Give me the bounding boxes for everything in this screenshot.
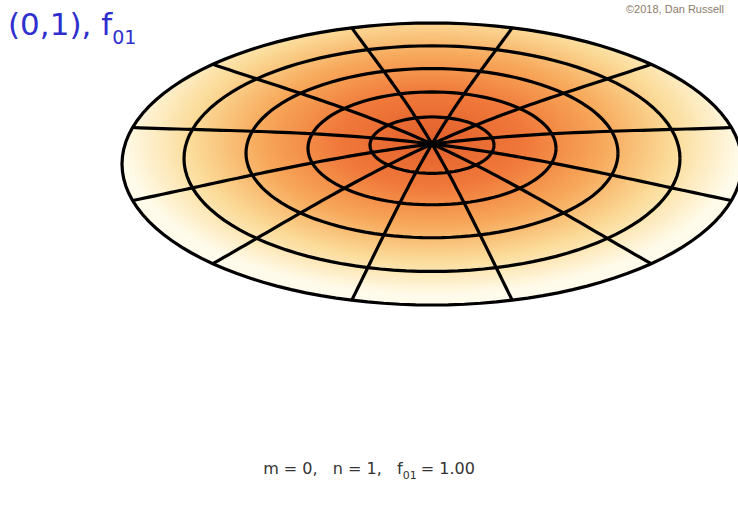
- frequency-value: = 1.00: [421, 459, 475, 478]
- text-line: (0,1), f01: [8, 6, 136, 46]
- membrane-surface: [122, 23, 738, 305]
- mode-label: (0,1), f: [8, 6, 112, 42]
- spoke-line: [352, 144, 432, 300]
- spoke-line: [352, 28, 432, 144]
- spoke-line: [133, 144, 432, 200]
- membrane-grid: [122, 23, 738, 305]
- mode-caption: m = 0, n = 1, f: [263, 459, 403, 478]
- spoke-line: [432, 128, 731, 144]
- text-line: m = 0, n = 1, f01 = 1.00: [0, 458, 738, 482]
- copyright-note: ©2018, Dan Russell: [626, 3, 724, 15]
- text-line: ©2018, Dan Russell: [626, 2, 724, 16]
- mode-subscript: 01: [112, 26, 136, 48]
- ring-line: [122, 23, 738, 305]
- caption-subscript: 01: [403, 469, 417, 482]
- ring-line: [184, 46, 680, 272]
- spoke-line: [213, 64, 432, 144]
- spoke-line: [432, 144, 512, 300]
- spoke-line: [432, 144, 731, 200]
- spoke-line: [133, 128, 432, 144]
